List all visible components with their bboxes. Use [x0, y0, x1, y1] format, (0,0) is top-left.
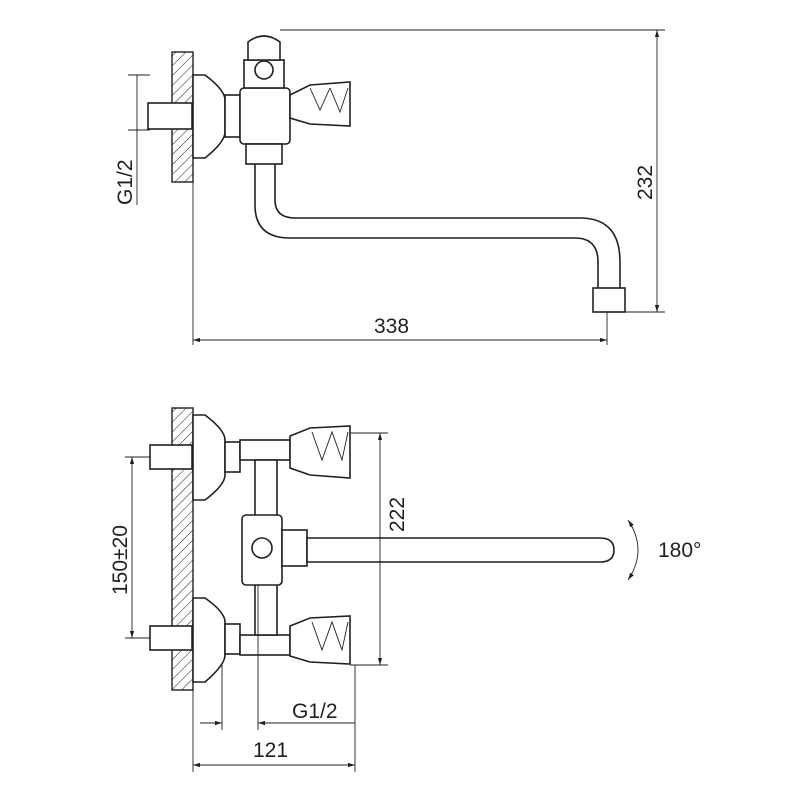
mixer-body [239, 87, 291, 145]
handle [289, 81, 351, 127]
inlet-pipe-bottom [149, 625, 193, 651]
spout-outer [254, 164, 599, 290]
rotation-arrow-icon [627, 519, 639, 581]
shower-holder-ring [254, 60, 274, 80]
thread-label: G1/2 [292, 700, 338, 723]
handle-ribs [311, 620, 349, 652]
flange-bottom [192, 597, 226, 683]
height-dim: 232 [634, 165, 657, 200]
spout-collar [281, 529, 308, 567]
nut [224, 94, 241, 138]
inlet-pipe [147, 102, 193, 130]
thread-label: G1/2 [114, 159, 137, 205]
handle-ribs [309, 87, 349, 114]
handle-ribs [311, 430, 349, 462]
spout-collar [245, 143, 283, 165]
inlet-pipe-top [149, 444, 193, 470]
spout-inner [274, 164, 621, 290]
nut-top [224, 441, 241, 473]
handle-top [289, 425, 351, 479]
rotation-label: 180° [658, 539, 701, 562]
bottom-bar [239, 634, 291, 656]
length-dim: 338 [374, 315, 409, 338]
handle-bottom [289, 615, 351, 665]
front-view: 180° 222 150±20 G1/2 121 [109, 407, 701, 772]
flange [192, 74, 226, 159]
wall-hatch [171, 407, 194, 691]
nut-bottom [224, 623, 241, 655]
height-dim: 222 [386, 497, 409, 532]
flange-top [192, 414, 226, 501]
shower-holder [247, 35, 281, 61]
top-view: G1/2 232 338 [114, 29, 665, 345]
top-bar [239, 439, 291, 461]
aerator [592, 287, 626, 313]
spout [306, 537, 615, 563]
diverter-knob [251, 537, 273, 559]
projection-dim: 121 [253, 739, 288, 762]
center-distance-dim: 150±20 [109, 525, 132, 595]
